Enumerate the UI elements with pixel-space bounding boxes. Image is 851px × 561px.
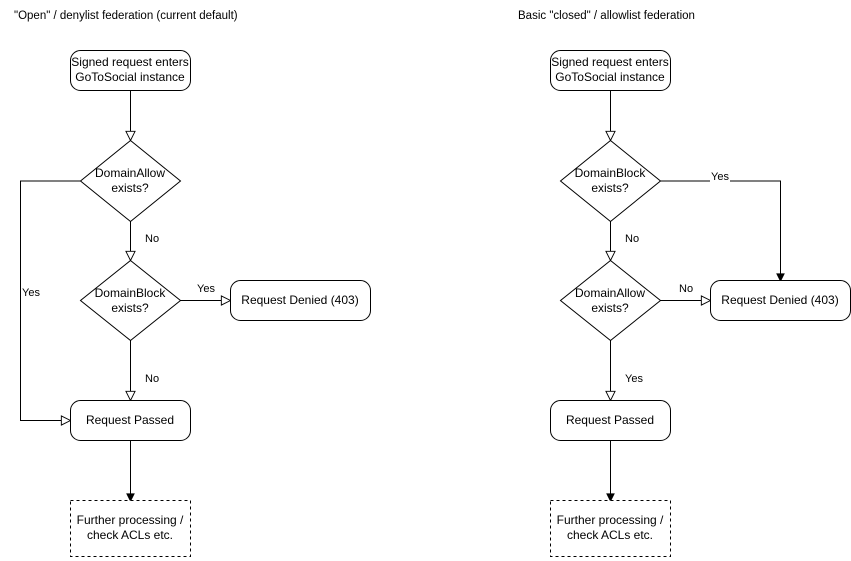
edge-label-block-yes: Yes	[710, 171, 730, 184]
edge-allow-yes-to-passed	[20, 180, 81, 421]
node-passed-shape	[550, 400, 671, 441]
edge-block-yes-to-denied	[660, 180, 781, 281]
node-denied-shape	[230, 280, 371, 321]
node-decision-block-shape	[559, 139, 662, 223]
node-further-shape	[70, 500, 191, 557]
edge-label-allow-yes: Yes	[21, 287, 41, 300]
node-denied-shape	[710, 280, 851, 321]
diagram-open-denylist	[20, 50, 371, 557]
node-start-shape	[550, 50, 671, 91]
edge-label-block-no: No	[624, 233, 641, 246]
node-passed-shape	[70, 400, 191, 441]
node-decision-allow-shape	[79, 139, 182, 223]
node-further-shape	[550, 500, 671, 557]
edge-label-allow-no: No	[144, 233, 161, 246]
edge-label-block-yes: Yes	[196, 283, 216, 296]
node-decision-allow-shape	[559, 259, 662, 342]
edge-label-block-no: No	[144, 373, 161, 386]
edge-label-allow-no: No	[678, 283, 695, 296]
diagram-title-closed-allowlist: Basic "closed" / allowlist federation	[518, 10, 695, 22]
node-decision-block-shape	[79, 259, 182, 342]
diagram-closed-allowlist	[550, 50, 851, 557]
node-start-shape	[70, 50, 191, 91]
diagram-title-open-denylist: "Open" / denylist federation (current de…	[14, 10, 238, 22]
edge-label-allow-yes: Yes	[624, 373, 644, 386]
